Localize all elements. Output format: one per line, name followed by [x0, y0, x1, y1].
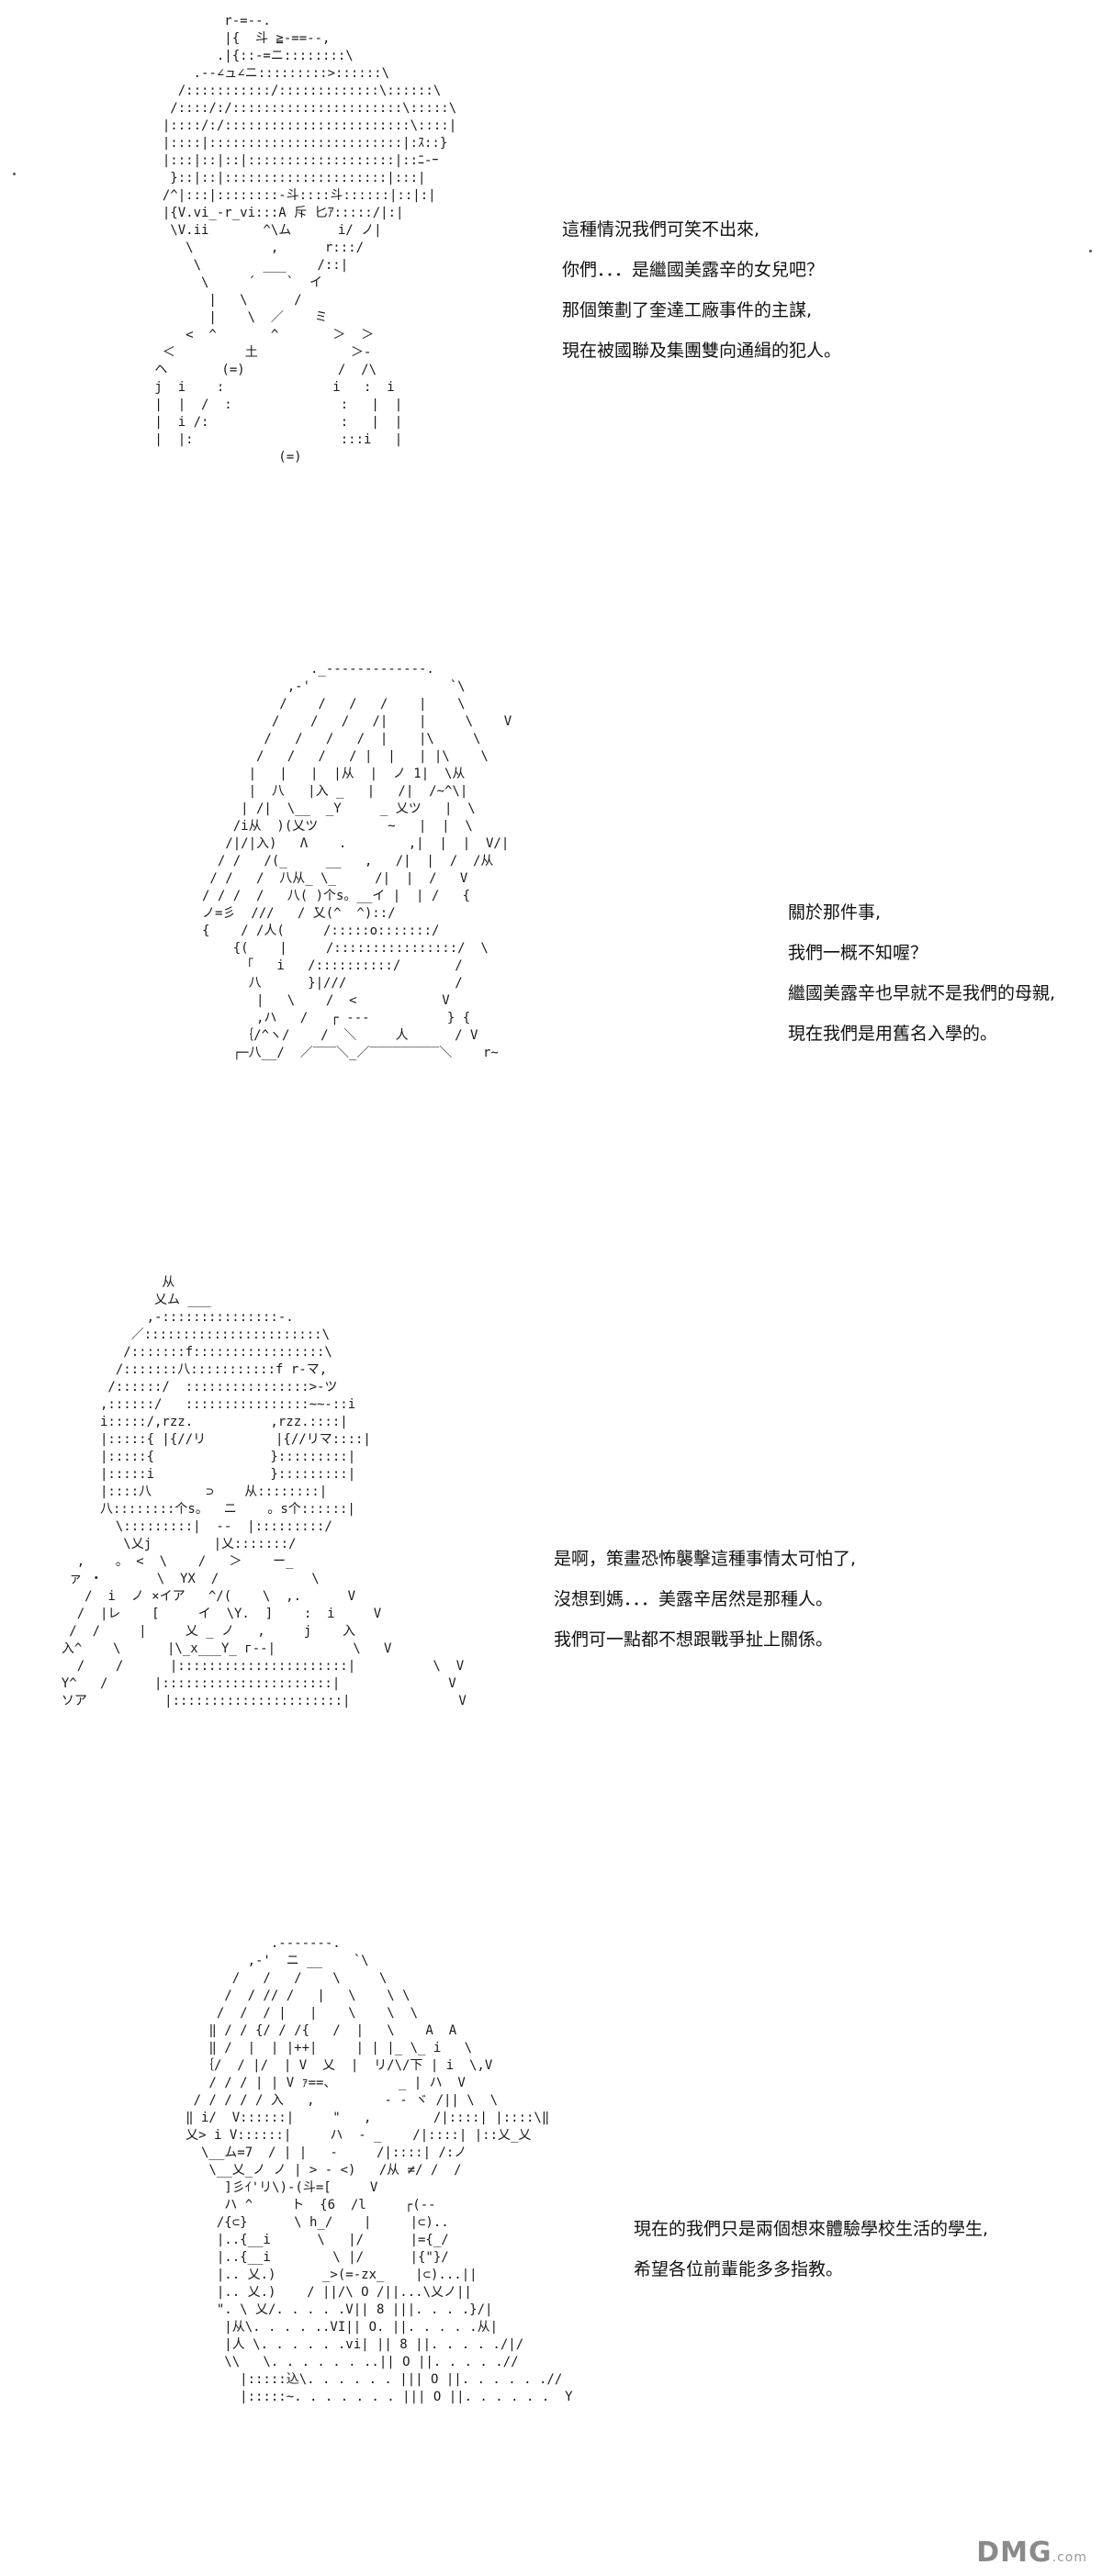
ascii-art-character-3: 从 乂ム ___ ,-:::::::::::::::-. ／::::::::::…	[61, 1275, 467, 1708]
dialogue-box-1: 這種情況我們可笑不出來, 你們．．．是繼國美露辛的女兒吧？ 那個策劃了奎達工廠事…	[562, 209, 841, 371]
speck	[1089, 250, 1092, 252]
ascii-art-character-1: r-=--. |{ 斗 ≧-==--, .|{::-=ニ::::::::\ .-…	[154, 14, 457, 465]
panel-2: ._--‐‐‐‐‐‐‐‐‐--. ,‐' `\ / / / / | \ / / …	[0, 643, 1102, 1267]
speck	[13, 173, 16, 175]
dialogue-line: 我們可一點都不想跟戰爭扯上關係。	[554, 1630, 834, 1650]
panel-4: .-‐‐‐‐‐‐. ,-' ニ __ `\ / / / \ \ / / // /…	[0, 1919, 1102, 2576]
dialogue-line: 沒想到媽．．．美露辛居然是那種人。	[554, 1589, 834, 1609]
dialogue-line: 現在我們是用舊名入學的。	[788, 1024, 998, 1044]
dialogue-line: 是啊，策畫恐怖襲擊這種事情太可怕了,	[554, 1549, 857, 1569]
dialogue-line: 那個策劃了奎達工廠事件的主謀,	[562, 300, 813, 320]
dialogue-line: 現在的我們只是兩個想來體驗學校生活的學生,	[634, 2219, 989, 2239]
panel-1: r-=--. |{ 斗 ≧-==--, .|{::-=ニ::::::::\ .-…	[0, 0, 1102, 643]
watermark-suffix: .com	[1051, 2550, 1087, 2565]
panel-3: 从 乂ム ___ ,-:::::::::::::::-. ／::::::::::…	[0, 1267, 1102, 1919]
watermark-brand: DMG	[976, 2537, 1052, 2569]
dialogue-line: 繼國美露辛也早就不是我們的母親,	[788, 983, 1056, 1003]
dialogue-line: 現在被國聯及集團雙向通緝的犯人。	[562, 341, 842, 361]
dialogue-line: 我們一概不知喔？	[788, 943, 928, 963]
dialogue-line: 這種情況我們可笑不出來,	[562, 219, 760, 240]
watermark-logo: DMG.com	[976, 2537, 1087, 2569]
dialogue-line: 關於那件事,	[788, 902, 882, 923]
dialogue-line: 希望各位前輩能多多指教。	[634, 2259, 844, 2279]
dialogue-line: 你們．．．是繼國美露辛的女兒吧？	[562, 260, 825, 280]
dialogue-box-2: 關於那件事, 我們一概不知喔？ 繼國美露辛也早就不是我們的母親, 現在我們是用舊…	[788, 892, 1055, 1054]
dialogue-box-4: 現在的我們只是兩個想來體驗學校生活的學生, 希望各位前輩能多多指教。	[634, 2209, 988, 2290]
ascii-art-character-4: .-‐‐‐‐‐‐. ,-' ニ __ `\ / / / \ \ / / // /…	[186, 1936, 573, 2404]
dialogue-box-3: 是啊，策畫恐怖襲擊這種事情太可怕了, 沒想到媽．．．美露辛居然是那種人。 我們可…	[554, 1539, 856, 1660]
ascii-art-character-2: ._--‐‐‐‐‐‐‐‐‐--. ,‐' `\ / / / / | \ / / …	[202, 662, 512, 1060]
